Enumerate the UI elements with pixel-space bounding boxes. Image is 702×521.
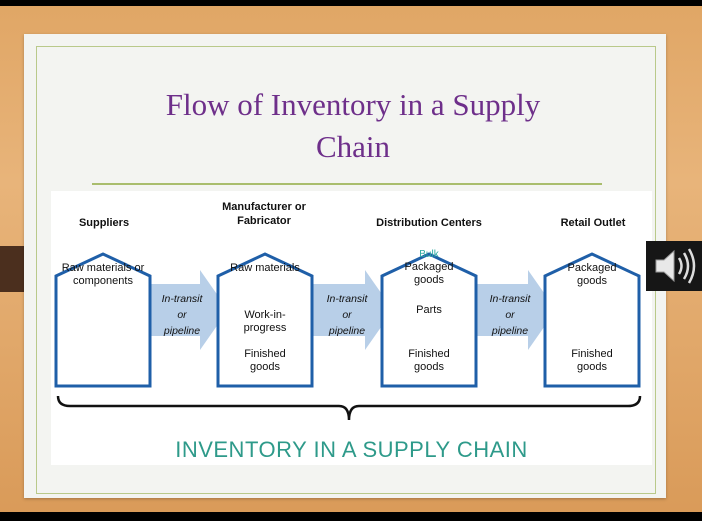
top-bar	[0, 0, 702, 6]
header-distribution: Distribution Centers	[376, 217, 482, 229]
transit-label-3-line3: pipeline	[491, 325, 529, 337]
house-manufacturer	[216, 252, 314, 388]
header-retail: Retail Outlet	[560, 217, 626, 229]
speaker-icon	[655, 248, 696, 284]
distribution-item-parts: Parts	[416, 304, 442, 316]
inventory-brace	[56, 395, 642, 421]
header-manufacturer-line2: Fabricator	[237, 215, 291, 227]
transit-label-1-line1: In-transit	[161, 293, 203, 305]
retail-item-finished: Finished goods	[571, 348, 613, 373]
retail-item-packaged: Packaged goods	[567, 262, 617, 287]
arrow-distribution-to-retail	[476, 270, 556, 355]
distribution-item-finished: Finished goods	[408, 348, 450, 373]
manufacturer-item-wip: Work-in-progress	[243, 309, 287, 334]
house-retail	[543, 252, 641, 388]
distribution-item-packaged: Packaged goods	[404, 261, 454, 286]
transit-label-1: In-transit or pipeline	[152, 291, 212, 339]
suppliers-item-raw-materials: Raw materials or components	[61, 262, 145, 287]
transit-label-2: In-transit or pipeline	[317, 291, 377, 339]
header-manufacturer-line1: Manufacturer or	[222, 201, 306, 213]
speaker-button[interactable]	[646, 241, 702, 291]
transit-label-1-line2: or	[177, 309, 187, 321]
header-manufacturer: Manufacturer or Fabricator	[206, 200, 322, 228]
transit-label-2-line3: pipeline	[328, 325, 366, 337]
arrow-suppliers-to-manufacturer	[148, 270, 228, 355]
transit-label-3-line1: In-transit	[489, 293, 531, 305]
title-line-1: Flow of Inventory in a Supply	[165, 87, 541, 122]
header-suppliers: Suppliers	[78, 217, 130, 229]
arrow-manufacturer-to-distribution	[313, 270, 393, 355]
distribution-bulk-label: Bulk	[419, 249, 439, 260]
bottom-bar	[0, 512, 702, 521]
transit-label-2-line1: In-transit	[326, 293, 368, 305]
transit-label-3-line2: or	[505, 309, 515, 321]
transit-label-2-line2: or	[342, 309, 352, 321]
transit-label-3: In-transit or pipeline	[480, 291, 540, 339]
house-distribution	[380, 252, 478, 388]
diagram-caption: INVENTORY IN A SUPPLY CHAIN	[175, 437, 528, 462]
manufacturer-item-raw-materials: Raw materials	[230, 262, 300, 274]
slide-title: Flow of Inventory in a Supply Chain	[80, 84, 626, 168]
title-divider	[92, 183, 602, 185]
manufacturer-item-finished: Finished goods	[244, 348, 286, 373]
title-line-2: Chain	[315, 129, 391, 164]
transit-label-1-line3: pipeline	[163, 325, 201, 337]
house-suppliers	[54, 252, 152, 388]
